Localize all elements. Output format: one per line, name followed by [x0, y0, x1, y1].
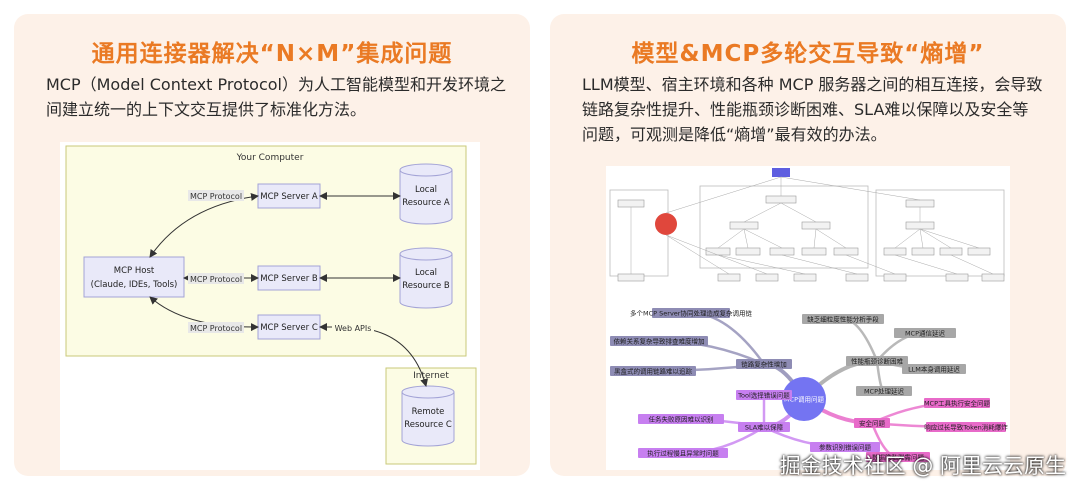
mindmap-leaf-1-3: MCP处理延迟 — [864, 387, 905, 396]
mindmap-leaf-3-1-box — [926, 422, 1006, 432]
flow-top-node — [772, 168, 790, 177]
mindmap-leaf-0-2-box — [610, 366, 696, 376]
mindmap-leaf-link-1-0 — [842, 317, 879, 362]
right-card: 模型&MCP多轮交互导致“熵增” LLM模型、宿主环境和各种 MCP 服务器之间… — [550, 14, 1066, 476]
mcp-architecture-diagram: Your Computer Internet MCP Host (Claude,… — [60, 142, 480, 470]
local-resource-a-sublabel: Resource A — [402, 198, 450, 208]
flow-group-center — [699, 185, 869, 269]
protocol-label-bg-c — [188, 322, 244, 333]
mindmap-branch-3-box — [854, 418, 890, 428]
mindmap-branch-0: 链路复杂性增加 — [741, 360, 787, 369]
mindmap-leaf-2-3: 参数识别错误问题 — [819, 443, 872, 452]
left-title: 通用连接器解决“N×M”集成问题 — [91, 41, 453, 67]
mindmap-leaf-3-1: 响应过长导致Token消耗爆炸 — [924, 423, 1008, 432]
mindmap-leaf-1-1: MCP通信延迟 — [905, 329, 946, 338]
mindmap-center-node — [782, 377, 826, 421]
mindmap-svg: MCP调用问题 链路复杂性增加 多个MCP Server协同处理造成复杂调用链依赖关… — [610, 308, 1008, 462]
left-description: MCP（Model Context Protocol）为人工智能模型和开发环境之… — [46, 75, 506, 119]
protocol-label-bg-b — [188, 273, 244, 284]
remote-resource-c-label: Remote — [412, 407, 445, 417]
protocol-label-a: MCP Protocol — [190, 192, 242, 201]
mindmap-leaf-2-2: 执行过程慢且异常时问题 — [647, 449, 719, 458]
mcp-server-c-node — [257, 314, 321, 340]
flow-chart-svg — [609, 168, 1005, 282]
mcp-architecture-svg: Your Computer Internet MCP Host (Claude,… — [65, 145, 477, 465]
mindmap-branch-3: 安全问题 — [859, 419, 886, 428]
mindmap-leaf-2-2-box — [638, 448, 728, 458]
mindmap-leaf-1-2-box — [902, 364, 966, 374]
mcp-issues-mindmap: MCP调用问题 链路复杂性增加 多个MCP Server协同处理造成复杂调用链依赖关… — [606, 296, 1010, 470]
mcp-host-node — [83, 256, 185, 298]
mindmap-leaf-1-3-box — [856, 386, 912, 396]
mindmap-branch-0-box — [736, 359, 792, 369]
mindmap-leaf-0-1: 依赖关系复杂导致排查难度增加 — [614, 337, 705, 346]
local-resource-b-sublabel: Resource B — [402, 281, 450, 291]
mindmap-branch-2: SLA难以保障 — [745, 423, 784, 432]
mindmap-leaf-1-0: 缺乏细粒度性能分析手段 — [807, 315, 879, 324]
right-title: 模型&MCP多轮交互导致“熵增” — [631, 41, 985, 67]
mindmap-leaf-0-2: 黑盒式的调用链路难以追踪 — [614, 367, 693, 376]
your-computer-label: Your Computer — [236, 153, 304, 163]
mindmap-branch-2-box — [738, 422, 790, 432]
mindmap-branch-1: 性能瓶颈诊断困难 — [851, 357, 904, 366]
mindmap-leaf-1-1-box — [894, 328, 956, 338]
local-resource-b-node: Local Resource B — [399, 247, 453, 309]
flow-group-right — [875, 189, 1005, 277]
mindmap-leaf-0-1-box — [610, 336, 708, 346]
mcp-server-b-label: MCP Server B — [260, 274, 318, 284]
mindmap-leaf-2-1: 任务失败原因难以识别 — [649, 415, 714, 424]
local-resource-b-label: Local — [415, 268, 437, 278]
watermark: 掘金技术社区 @ 阿里云云原生 — [779, 454, 1066, 478]
mindmap-leaf-0-0-box — [652, 308, 730, 318]
remote-resource-c-sublabel: Resource C — [404, 420, 452, 430]
protocol-label-bg-a — [188, 190, 244, 201]
web-apis-label: Web APIs — [335, 324, 372, 333]
local-resource-a-label: Local — [415, 185, 437, 195]
mindmap-branch-1-box — [846, 356, 908, 366]
mindmap-leaf-3-2-box — [866, 452, 930, 462]
web-apis-label-bg — [332, 322, 374, 333]
mcp-host-sublabel: (Claude, IDEs, Tools) — [91, 280, 178, 290]
mindmap-leaf-3-0: MCP工具执行安全问题 — [924, 399, 991, 408]
mindmap-leaf-2-1-box — [638, 414, 724, 424]
left-card: 通用连接器解决“N×M”集成问题 MCP（Model Context Proto… — [14, 14, 530, 476]
mcp-server-a-label: MCP Server A — [260, 192, 318, 202]
mindmap-center-label: MCP调用问题 — [784, 395, 825, 404]
mindmap-leaf-3-0-box — [924, 398, 990, 408]
protocol-label-c: MCP Protocol — [190, 324, 242, 333]
mcp-server-c-label: MCP Server C — [260, 323, 318, 333]
mcp-server-a-node — [257, 183, 321, 209]
mindmap-leaf-2-0: Tool选择错误问题 — [737, 391, 790, 400]
flow-edges — [630, 176, 994, 275]
mindmap-leaf-1-0-box — [802, 314, 884, 324]
internet-label: Internet — [413, 371, 449, 381]
local-resource-a-node: Local Resource A — [399, 163, 453, 225]
remote-resource-c-node: Remote Resource C — [401, 385, 455, 447]
protocol-label-b: MCP Protocol — [190, 275, 242, 284]
mindmap-leaf-2-3-box — [810, 442, 880, 452]
right-description: LLM模型、宿主环境和各种 MCP 服务器之间的相互连接，会导致链路复杂性提升、… — [582, 75, 1043, 144]
mindmap-leaf-0-0: 多个MCP Server协同处理造成复杂调用链 — [630, 309, 752, 318]
mindmap-leaf-2-0-box — [736, 390, 792, 400]
flow-red-node — [655, 213, 677, 235]
mcp-host-label: MCP Host — [114, 266, 155, 276]
mindmap-leaf-3-2: 数据隐私泄露问题 — [872, 453, 925, 462]
mindmap-leaf-1-2: LLM本身调用延迟 — [908, 365, 960, 374]
complex-flow-chart — [606, 166, 1010, 296]
